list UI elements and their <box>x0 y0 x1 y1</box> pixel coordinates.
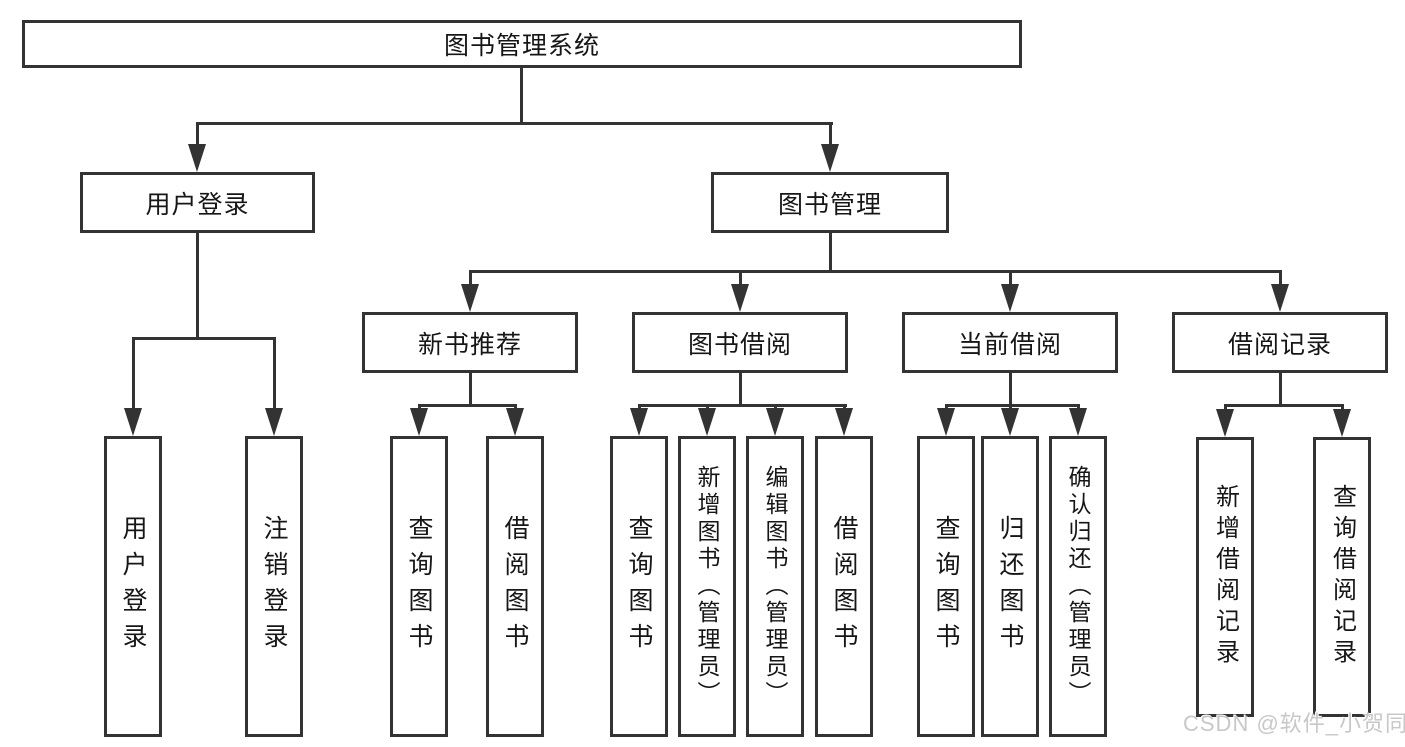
edge-root-drop-left <box>195 122 199 148</box>
arrow-to-br-add <box>1216 409 1234 437</box>
edge-new-book-rail <box>417 404 517 407</box>
leaf-bb-add-books-admin: 新增图书（管理员） <box>678 436 736 737</box>
arrow-to-cb-return <box>1001 408 1019 436</box>
edge-user-login-stem <box>195 233 199 340</box>
leaf-bb-edit-books-admin-label: 编辑图书（管理员） <box>762 465 788 708</box>
node-user-login-label: 用户登录 <box>145 190 250 219</box>
node-book-borrow: 图书借阅 <box>632 312 848 373</box>
arrow-to-current-borrow <box>1001 284 1019 312</box>
leaf-logout: 注销登录 <box>245 436 303 737</box>
leaf-br-add-record-label: 新增借阅记录 <box>1211 484 1239 670</box>
leaf-cb-return-books: 归还图书 <box>981 436 1039 737</box>
arrow-to-logout-leaf <box>265 408 283 436</box>
arrow-to-bb-borrow <box>835 408 853 436</box>
edge-drop-login-leaf <box>131 337 135 410</box>
node-book-management: 图书管理 <box>711 172 949 233</box>
arrow-to-cb-query <box>937 408 955 436</box>
leaf-cb-query-books-label: 查询图书 <box>932 514 960 659</box>
edge-user-login-rail <box>131 337 276 340</box>
leaf-nb-query-books: 查询图书 <box>390 436 448 737</box>
node-current-borrow-label: 当前借阅 <box>957 330 1062 359</box>
arrow-to-user-login <box>188 144 206 172</box>
node-new-book-recommend-label: 新书推荐 <box>417 330 522 359</box>
edge-root-stem <box>519 68 523 124</box>
edge-root-drop-right <box>828 122 832 148</box>
leaf-nb-query-books-label: 查询图书 <box>405 514 433 659</box>
leaf-bb-edit-books-admin: 编辑图书（管理员） <box>746 436 804 737</box>
edge-borrow-record-stem <box>1278 373 1282 407</box>
leaf-logout-label: 注销登录 <box>260 514 288 659</box>
leaf-nb-borrow-books: 借阅图书 <box>486 436 544 737</box>
leaf-bb-add-books-admin-label: 新增图书（管理员） <box>694 465 720 708</box>
node-borrow-record-label: 借阅记录 <box>1227 330 1332 359</box>
edge-drop-new-book <box>468 270 472 286</box>
leaf-bb-borrow-books-label: 借阅图书 <box>830 514 858 659</box>
leaf-bb-query-books-label: 查询图书 <box>625 514 653 659</box>
node-current-borrow: 当前借阅 <box>902 312 1118 373</box>
arrow-to-borrow-record <box>1271 284 1289 312</box>
edge-current-borrow-rail <box>944 404 1080 407</box>
leaf-user-login: 用户登录 <box>104 436 162 737</box>
leaf-br-query-record-label: 查询借阅记录 <box>1328 484 1356 670</box>
edge-drop-borrow-record <box>1278 270 1282 286</box>
leaf-cb-return-books-label: 归还图书 <box>996 514 1024 659</box>
node-root: 图书管理系统 <box>22 20 1022 68</box>
arrow-to-login-leaf <box>124 408 142 436</box>
edge-current-borrow-stem <box>1008 373 1012 407</box>
node-book-management-label: 图书管理 <box>777 190 882 219</box>
edge-book-borrow-stem <box>738 373 742 407</box>
edge-root-rail <box>195 122 833 125</box>
arrow-to-bb-edit <box>766 408 784 436</box>
leaf-user-login-label: 用户登录 <box>119 514 147 659</box>
edge-drop-br-add <box>1223 404 1227 412</box>
arrow-to-bb-query <box>630 408 648 436</box>
edge-drop-book-borrow <box>738 270 742 286</box>
leaf-bb-borrow-books: 借阅图书 <box>815 436 873 737</box>
edge-borrow-record-rail <box>1223 404 1344 407</box>
leaf-bb-query-books: 查询图书 <box>610 436 668 737</box>
arrow-to-book-borrow <box>731 284 749 312</box>
edge-book-mgmt-stem <box>828 233 832 273</box>
leaf-cb-confirm-return-admin: 确认归还（管理员） <box>1049 436 1107 737</box>
csdn-watermark: CSDN @软件_小贺同学 <box>1183 711 1405 736</box>
node-new-book-recommend: 新书推荐 <box>362 312 578 373</box>
leaf-cb-confirm-return-admin-label: 确认归还（管理员） <box>1065 465 1091 708</box>
leaf-br-query-record: 查询借阅记录 <box>1313 437 1371 717</box>
node-borrow-record: 借阅记录 <box>1172 312 1388 373</box>
edge-new-book-stem <box>468 373 472 407</box>
edge-drop-br-query <box>1340 404 1344 412</box>
arrow-to-new-book <box>461 284 479 312</box>
leaf-cb-query-books: 查询图书 <box>917 436 975 737</box>
node-book-borrow-label: 图书借阅 <box>687 330 792 359</box>
edge-book-borrow-rail <box>637 404 847 407</box>
arrow-to-book-management <box>821 144 839 172</box>
arrow-to-nb-borrow <box>506 408 524 436</box>
arrow-to-nb-query <box>410 408 428 436</box>
leaf-nb-borrow-books-label: 借阅图书 <box>501 514 529 659</box>
edge-book-mgmt-rail <box>468 270 1282 273</box>
arrow-to-br-query <box>1333 409 1351 437</box>
edge-drop-current-borrow <box>1008 270 1012 286</box>
arrow-to-bb-add <box>698 408 716 436</box>
arrow-to-cb-confirm <box>1069 408 1087 436</box>
edge-drop-logout-leaf <box>272 337 276 410</box>
node-root-label: 图书管理系统 <box>443 32 600 60</box>
leaf-br-add-record: 新增借阅记录 <box>1196 437 1254 717</box>
node-user-login: 用户登录 <box>80 172 315 233</box>
